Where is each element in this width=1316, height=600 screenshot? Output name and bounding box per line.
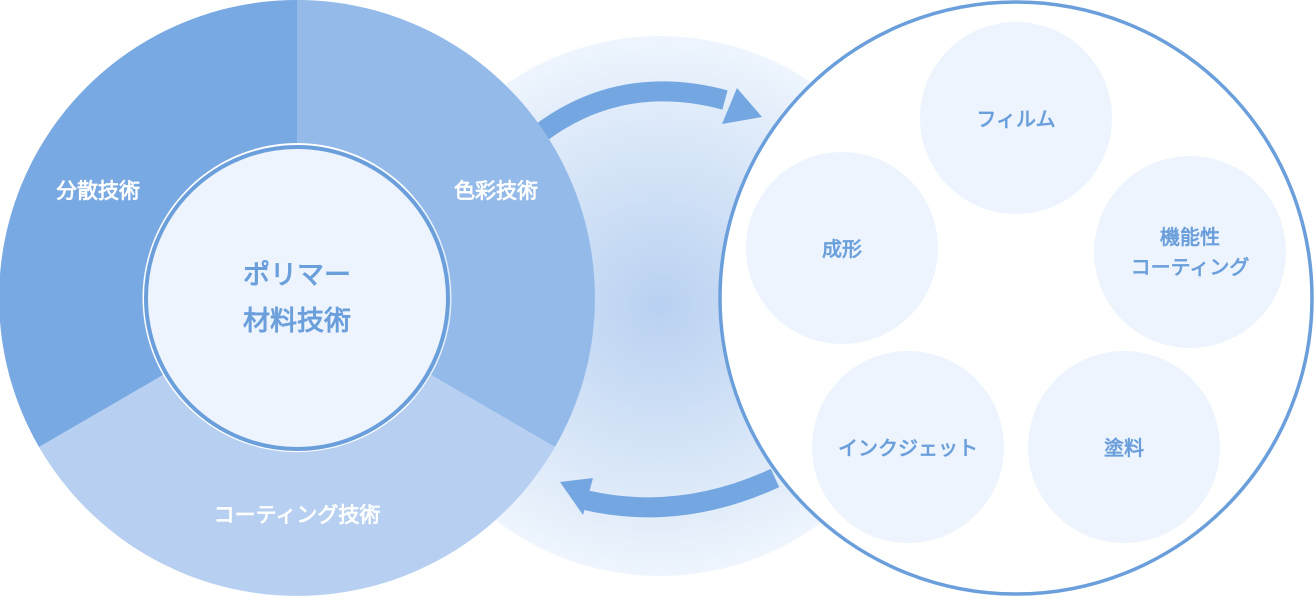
app-label-inkjet: インクジェット bbox=[838, 436, 978, 460]
app-label-molding: 成形 bbox=[822, 237, 862, 261]
arrow-bottom-head bbox=[560, 478, 593, 515]
segment-color bbox=[297, 0, 595, 447]
app-label-functional-line1: 機能性 bbox=[1160, 225, 1220, 249]
segment-dispersion bbox=[0, 0, 297, 447]
segment-label-color: 色彩技術 bbox=[454, 179, 538, 203]
app-bubble-film bbox=[920, 22, 1112, 214]
app-bubble-paint bbox=[1028, 351, 1220, 543]
arrow-top-head bbox=[722, 88, 762, 124]
app-bubble-functional-coating bbox=[1094, 156, 1286, 348]
app-bubble-inkjet bbox=[812, 351, 1004, 543]
app-label-paint: 塗料 bbox=[1104, 436, 1144, 460]
segment-label-dispersion: 分散技術 bbox=[56, 179, 140, 203]
app-label-functional-line2: コーティング bbox=[1131, 255, 1250, 279]
center-label-line2: 材料技術 bbox=[243, 306, 351, 337]
arrow-bottom-shaft bbox=[582, 468, 780, 518]
center-label-line1: ポリマー bbox=[243, 260, 351, 291]
app-label-film: フィルム bbox=[976, 107, 1055, 131]
center-circle bbox=[144, 145, 450, 451]
segment-coating bbox=[39, 375, 555, 596]
segment-label-coating: コーティング技術 bbox=[214, 503, 381, 527]
arrow-top-shaft bbox=[531, 81, 728, 143]
app-bubble-molding bbox=[746, 152, 938, 344]
